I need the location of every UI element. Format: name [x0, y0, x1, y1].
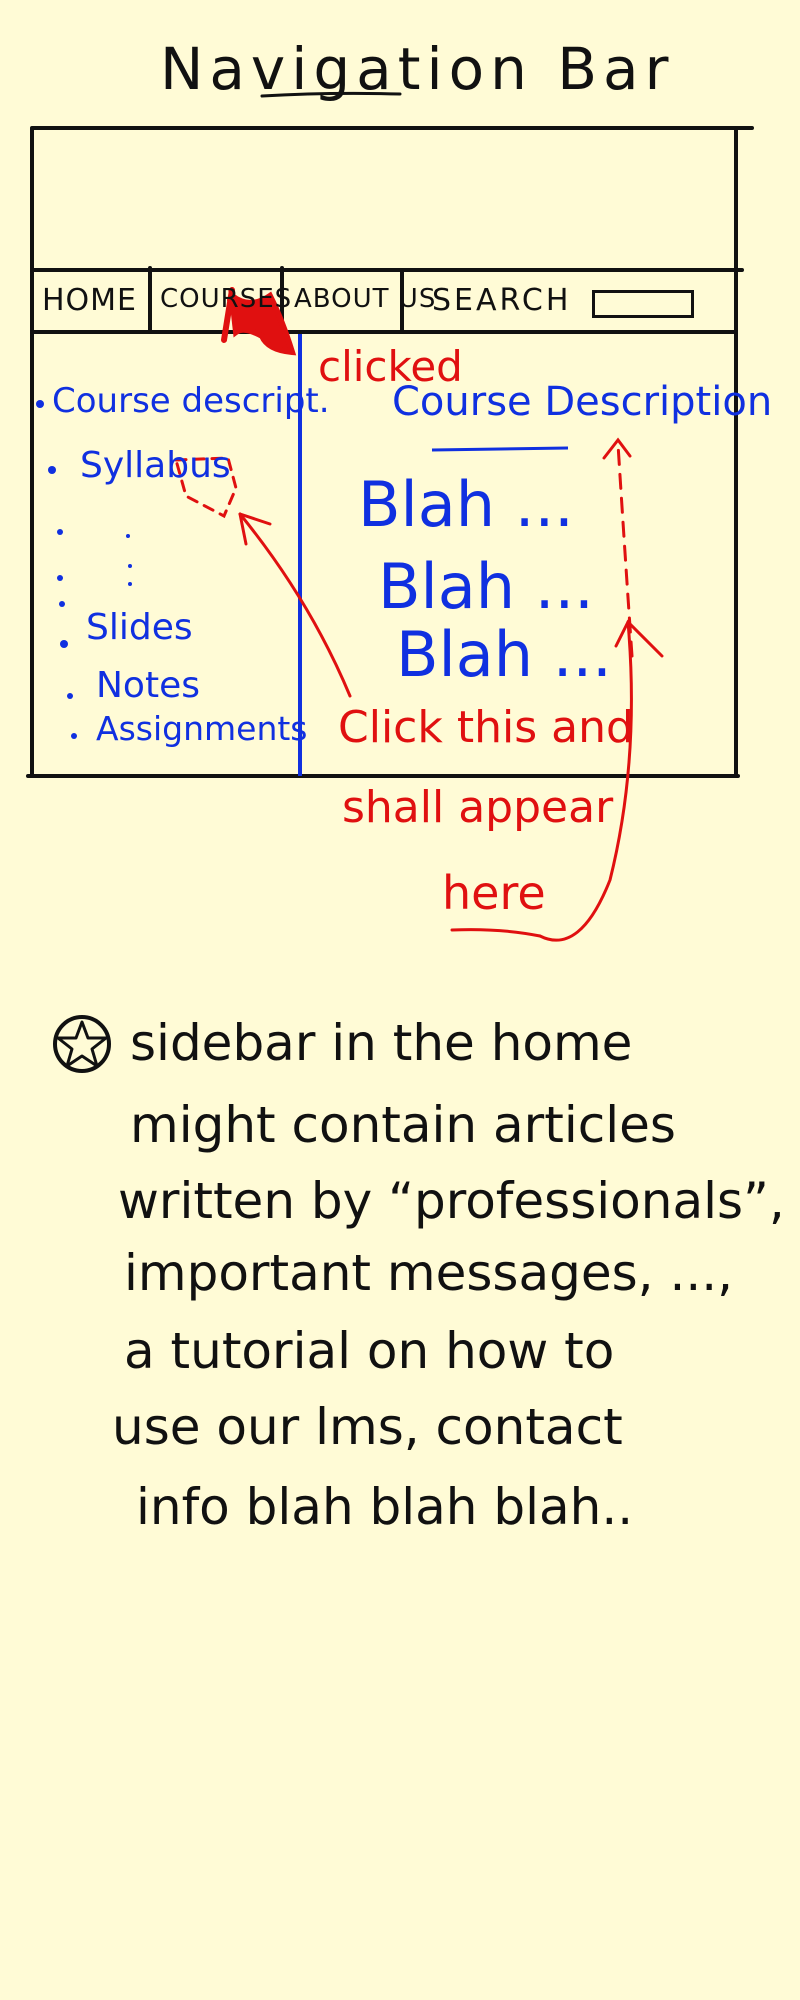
arrow-to-syllabus [238, 512, 352, 698]
note-line: might contain articles [130, 1096, 676, 1154]
annotation-line: here [442, 866, 546, 920]
syllabus-highlight [174, 456, 238, 519]
bullet-dots [36, 400, 132, 739]
page-frame [26, 126, 754, 778]
here-underline [450, 928, 542, 938]
note-line: a tutorial on how to [124, 1322, 615, 1380]
nav-search-label: SEARCH [432, 283, 572, 318]
clicked-annotation: clicked [318, 342, 463, 391]
annotation-line: shall appear [342, 782, 614, 833]
main-heading: Course Description [392, 379, 773, 425]
content-line: Blah ... [358, 468, 574, 541]
arrow-to-heading [616, 442, 634, 658]
page-title: Navigation Bar [160, 35, 675, 103]
title-underline [260, 91, 402, 98]
sidebar-item-slides[interactable]: Slides [86, 607, 193, 648]
sidebar-item-syllabus[interactable]: Syllabus [80, 445, 231, 486]
arrow-icon [221, 287, 297, 356]
search-input[interactable] [592, 290, 694, 318]
content-line: Blah ... [378, 550, 594, 623]
heading-underline [431, 446, 569, 452]
note-line: info blah blah blah.. [136, 1478, 634, 1536]
sidebar-item-notes[interactable]: Notes [96, 665, 200, 706]
arrow-from-here [538, 620, 633, 942]
note-line: sidebar in the home [130, 1014, 633, 1072]
star-icon [53, 1015, 111, 1073]
nav-courses[interactable]: COURSES [160, 284, 293, 314]
sidebar-item-course-description[interactable]: Course descript. [52, 381, 330, 421]
nav-home[interactable]: HOME [42, 283, 138, 318]
sidebar-item-assignments[interactable]: Assignments [96, 709, 308, 748]
note-line: written by “professionals”, [118, 1172, 785, 1230]
annotation-line: Click this and [338, 702, 634, 753]
nav-about-us[interactable]: ABOUT US [294, 284, 437, 314]
note-line: use our lms, contact [112, 1398, 623, 1456]
content-line: Blah ... [396, 618, 612, 691]
note-line: important messages, ..., [124, 1244, 734, 1302]
